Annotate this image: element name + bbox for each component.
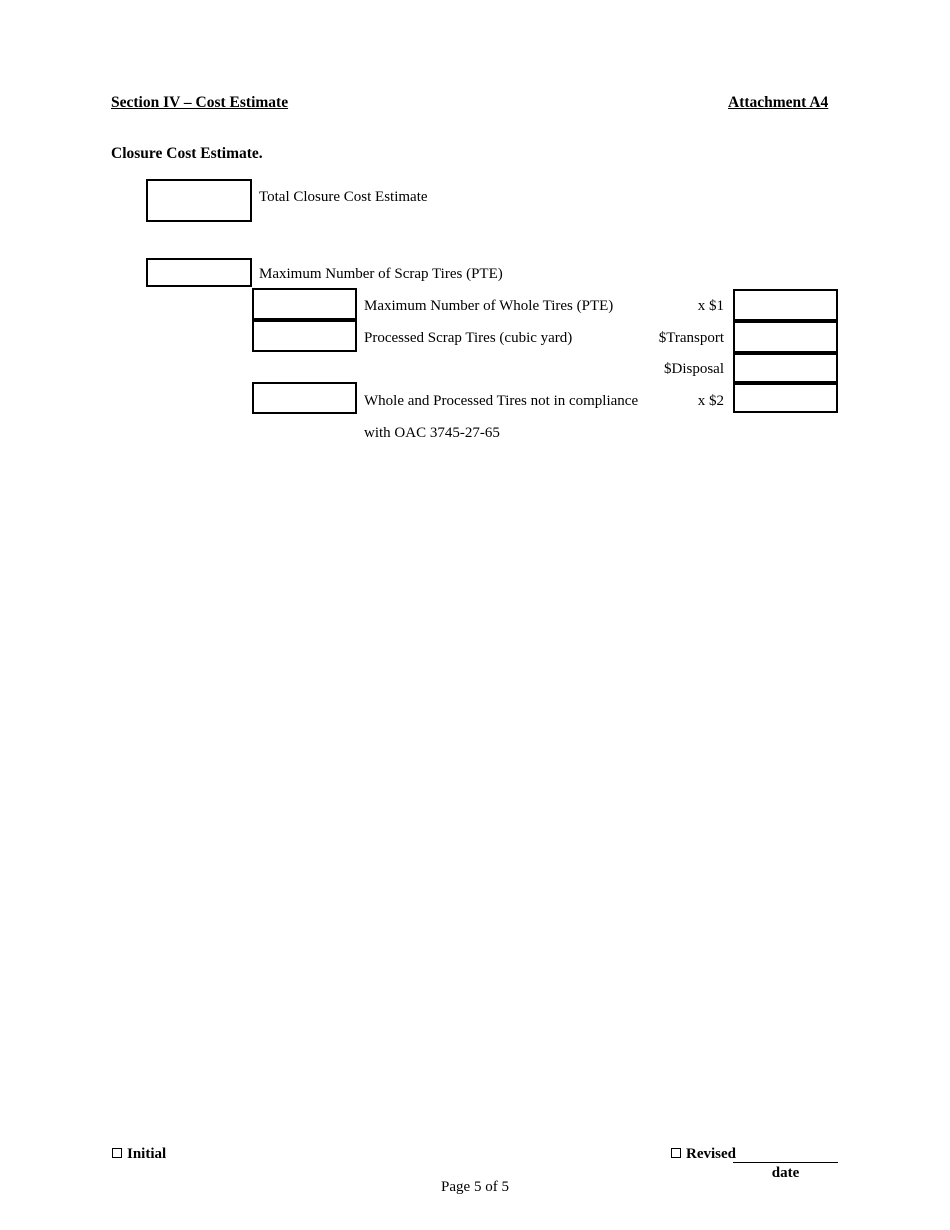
processed-scrap-tires-label: Processed Scrap Tires (cubic yard) [364,330,573,346]
amount-not-compliant-input[interactable] [733,383,838,413]
disposal-multiplier: $Disposal [664,361,724,377]
whole-and-processed-not-compliant-label: Whole and Processed Tires not in complia… [364,393,639,409]
oac-reference-label: with OAC 3745-27-65 [364,425,500,441]
checkbox-icon[interactable] [671,1148,681,1159]
maximum-number-whole-tires-label: Maximum Number of Whole Tires (PTE) [364,298,614,314]
attachment-label: Attachment A4 [728,94,829,111]
checkbox-icon[interactable] [112,1148,122,1159]
page-subtitle: Closure Cost Estimate. [111,145,263,162]
maximum-number-whole-tires-input[interactable] [252,288,357,320]
processed-scrap-tires-multiplier: $Transport [658,330,724,346]
maximum-number-whole-tires-multiplier: x $1 [697,298,724,314]
amount-whole-tires-input[interactable] [733,289,838,321]
date-label: date [771,1165,800,1181]
page-number: Page 5 of 5 [441,1179,509,1195]
maximum-number-scrap-tires-input[interactable] [146,258,252,287]
revised-checkbox-group[interactable]: Revised [671,1145,736,1163]
processed-scrap-tires-input[interactable] [252,320,357,352]
amount-disposal-input[interactable] [733,353,838,383]
initial-checkbox-group[interactable]: Initial [112,1145,166,1163]
revised-date-input[interactable] [733,1162,838,1163]
maximum-number-scrap-tires-label: Maximum Number of Scrap Tires (PTE) [259,266,503,282]
whole-and-processed-not-compliant-input[interactable] [252,382,357,414]
amount-transport-input[interactable] [733,321,838,353]
total-closure-cost-estimate-input[interactable] [146,179,252,222]
revised-label: Revised [686,1146,736,1162]
section-title: Section IV – Cost Estimate [111,94,289,111]
initial-label: Initial [127,1146,167,1162]
whole-and-processed-not-compliant-multiplier: x $2 [697,393,724,409]
total-closure-cost-estimate-label: Total Closure Cost Estimate [259,189,428,205]
